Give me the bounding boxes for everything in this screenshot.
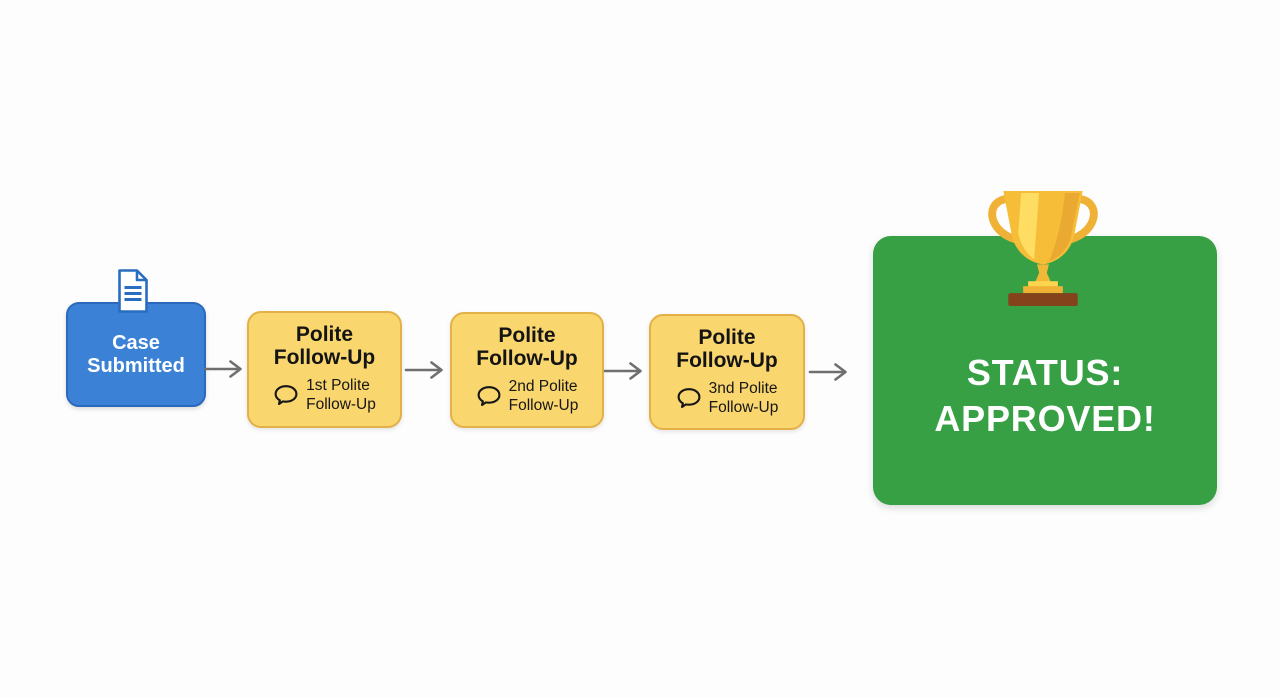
followup-2-title: Polite Follow-Up — [476, 324, 578, 370]
followup-3-title: Polite Follow-Up — [676, 326, 778, 372]
arrow-right-icon — [404, 361, 443, 379]
arrow-right-icon — [603, 362, 642, 380]
trophy-icon — [988, 190, 1098, 307]
followup-1-subtitle: 1st Polite Follow-Up — [273, 376, 376, 414]
case-submitted-label-line1: Case — [112, 331, 160, 354]
flow-node-followup-2: Polite Follow-Up 2nd Polite Follow-Up — [450, 312, 604, 428]
flow-node-followup-3: Polite Follow-Up 3nd Polite Follow-Up — [649, 314, 805, 430]
speech-bubble-icon — [677, 388, 701, 409]
arrow-right-icon — [808, 363, 847, 381]
speech-bubble-icon — [274, 385, 298, 406]
speech-bubble-icon — [477, 386, 501, 407]
status-approved-label: STATUS: APPROVED! — [934, 352, 1156, 439]
case-submitted-label-line2: Submitted — [87, 354, 185, 377]
flow-node-case-submitted: Case Submitted — [66, 302, 206, 407]
followup-1-title: Polite Follow-Up — [273, 323, 376, 369]
followup-3-subtitle: 3nd Polite Follow-Up — [676, 379, 778, 417]
flow-node-followup-1: Polite Follow-Up 1st Polite Follow-Up — [247, 311, 402, 428]
followup-2-subtitle: 2nd Polite Follow-Up — [476, 377, 578, 415]
document-icon — [118, 269, 148, 313]
arrow-right-icon — [203, 360, 242, 378]
